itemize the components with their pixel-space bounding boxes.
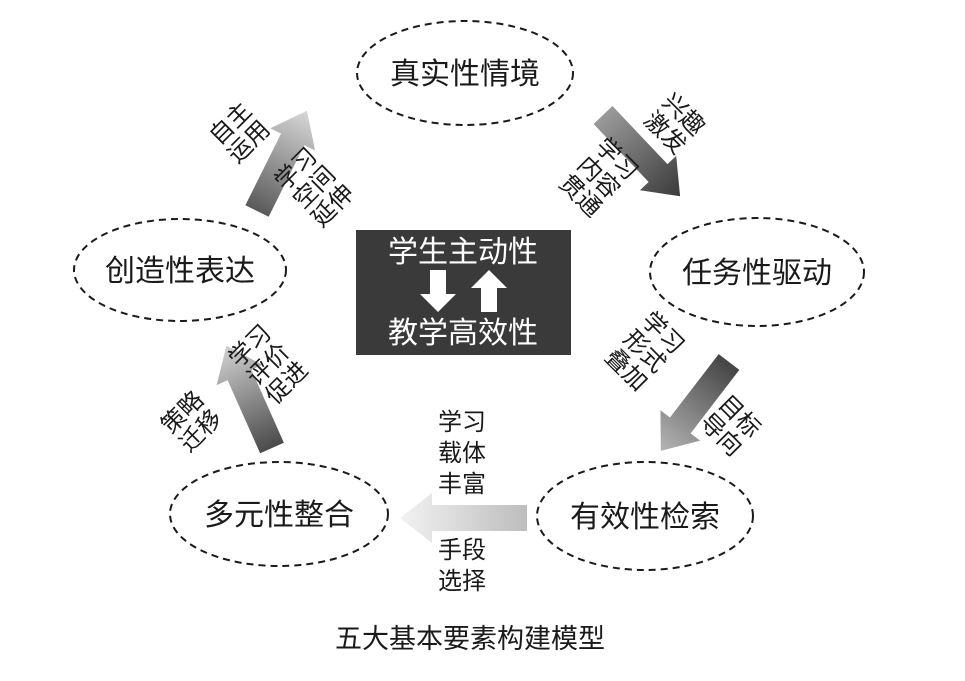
label-line: 手段 [438,536,486,564]
label-line: 选择 [438,567,486,595]
arrow-task-to-retrieval [660,354,740,451]
center-top-text: 学生主动性 [388,235,538,270]
node-integration: 多元性整合 [169,461,389,567]
node-expression: 创造性表达 [73,218,287,322]
arrow-situation-to-task [593,106,681,197]
label-line: 丰富 [438,470,486,498]
diagram-caption: 五大基本要素构建模型 [335,624,605,655]
node-retrieval-label: 有效性检索 [570,500,720,535]
up-arrow-icon [471,270,507,312]
node-retrieval: 有效性检索 [536,461,754,571]
node-situation-label: 真实性情境 [390,57,540,92]
label-strategy: 策略 迁移 [156,386,228,458]
label-form: 学习 形式 叠加 [599,306,690,397]
arrow-retrieval-to-integration [400,493,527,543]
label-autonomy: 自主 运用 [204,97,276,169]
down-arrow-icon [420,270,456,312]
node-integration-label: 多元性整合 [204,498,354,533]
node-task: 任务性驱动 [649,217,865,327]
label-line: 学习 [438,408,486,436]
label-carrier: 学习 载体 丰富 [438,408,486,498]
label-line: 载体 [438,439,486,467]
center-box: 学生主动性 教学高效性 [356,230,571,355]
arrow-integration-to-expression [216,345,284,454]
node-task-label: 任务性驱动 [682,256,832,291]
node-expression-label: 创造性表达 [105,254,255,289]
label-means: 手段 选择 [438,536,486,595]
node-situation: 真实性情境 [356,20,574,126]
center-bottom-text: 教学高效性 [388,316,538,351]
arrow-expression-to-situation [245,110,316,217]
